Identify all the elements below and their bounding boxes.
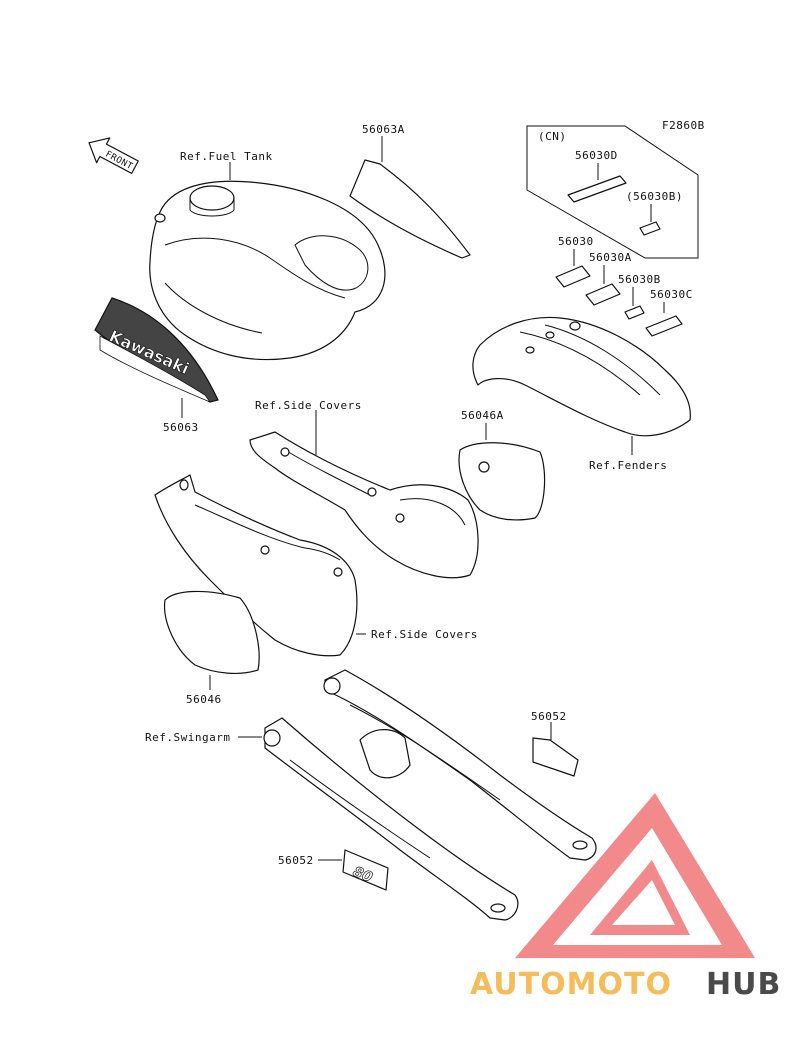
label-cn: (CN) bbox=[538, 130, 567, 143]
front-arrow-icon: FRONT bbox=[88, 137, 139, 174]
decal-56052-right bbox=[532, 737, 579, 777]
side-cover-lower bbox=[154, 474, 358, 657]
label-ref-swingarm: Ref.Swingarm bbox=[145, 731, 230, 744]
decal-56030D bbox=[567, 175, 627, 203]
decal-56030C bbox=[645, 315, 683, 337]
label-56030B-paren: (56030B) bbox=[626, 190, 683, 203]
label-56030C: 56030C bbox=[650, 288, 693, 301]
label-56030A: 56030A bbox=[589, 251, 632, 264]
cn-region-box: (CN) 56030D (56030B) bbox=[526, 125, 699, 259]
swingarm bbox=[263, 669, 597, 921]
watermark-text-automoto: AUTOMOTO bbox=[470, 967, 672, 1002]
label-56030B: 56030B bbox=[618, 273, 661, 286]
decal-56030B-cn bbox=[639, 221, 661, 236]
decal-80-text: 80 bbox=[351, 864, 375, 886]
diagram-code: F2860B bbox=[662, 119, 705, 132]
fuel-tank bbox=[149, 180, 386, 361]
decal-56030B bbox=[624, 305, 645, 320]
label-ref-fenders: Ref.Fenders bbox=[589, 459, 667, 472]
label-ref-fuel-tank: Ref.Fuel Tank bbox=[180, 150, 273, 163]
decal-56052-left: 80 bbox=[342, 849, 389, 891]
label-56052-right: 56052 bbox=[531, 710, 567, 723]
side-cover-upper bbox=[249, 431, 479, 579]
decal-56030A bbox=[585, 283, 621, 306]
label-56046A: 56046A bbox=[461, 409, 504, 422]
watermark-logo bbox=[515, 793, 755, 958]
label-56052-left: 56052 bbox=[278, 854, 314, 867]
decal-56046A bbox=[458, 442, 546, 521]
label-56063A: 56063A bbox=[362, 123, 405, 136]
label-ref-side-covers-top: Ref.Side Covers bbox=[255, 399, 362, 412]
label-ref-side-covers-bottom: Ref.Side Covers bbox=[371, 628, 478, 641]
decal-56063A bbox=[349, 159, 471, 259]
rear-fender bbox=[472, 316, 691, 437]
decal-56046 bbox=[163, 590, 260, 674]
label-56063: 56063 bbox=[163, 421, 199, 434]
label-56046: 56046 bbox=[186, 693, 222, 706]
label-56030: 56030 bbox=[558, 235, 594, 248]
watermark-text-hub: HUB bbox=[706, 967, 781, 1002]
label-56030D: 56030D bbox=[575, 149, 618, 162]
decal-56030 bbox=[555, 265, 591, 288]
